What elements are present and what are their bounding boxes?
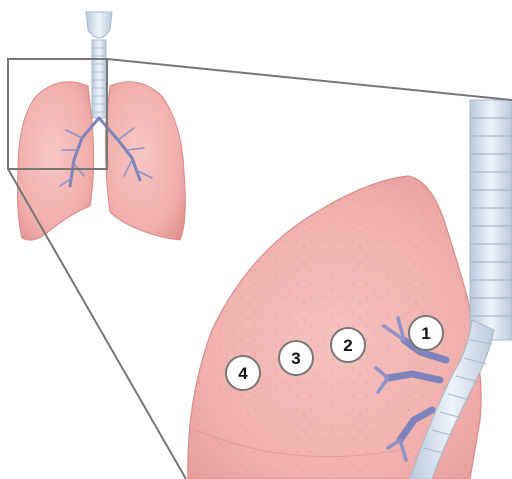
marker-3-label: 3 (291, 349, 300, 368)
marker-3: 3 (279, 341, 313, 375)
lung-lobe-closeup-illustration (188, 100, 512, 479)
marker-2-label: 2 (343, 336, 352, 355)
marker-2: 2 (331, 328, 365, 362)
lungs-overview-illustration (18, 12, 186, 240)
marker-4-label: 4 (238, 364, 248, 383)
callout-line-top (107, 59, 512, 100)
marker-4: 4 (226, 356, 260, 390)
marker-1-label: 1 (421, 324, 430, 343)
marker-1: 1 (409, 316, 443, 350)
